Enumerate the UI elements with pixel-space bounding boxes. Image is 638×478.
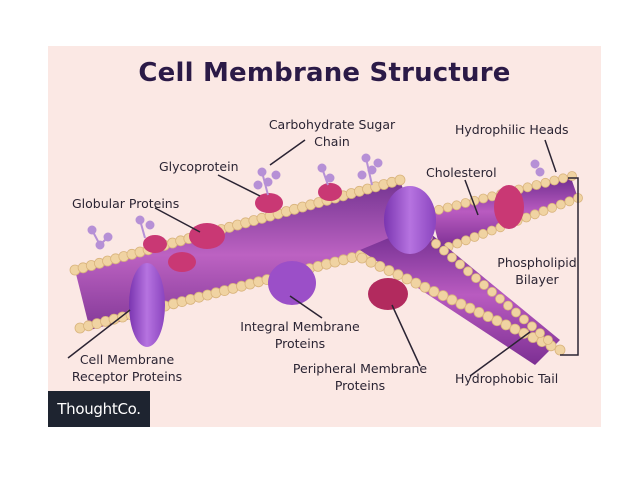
phospholipid-head (446, 294, 458, 306)
phospholipid-head (555, 199, 566, 210)
phospholipid-head (547, 202, 557, 213)
bilayer-bracket (560, 177, 579, 356)
cell-receptor-protein (129, 263, 165, 347)
phospholipid-head (567, 171, 577, 181)
label-glycoprotein: Glycoprotein (159, 159, 239, 174)
phospholipid-head (549, 175, 560, 186)
glycoprotein-body (255, 193, 283, 213)
label-cell-receptor-line1: Cell Membrane (79, 352, 175, 367)
phospholipid-head (491, 315, 503, 327)
phospholipid-head (511, 307, 521, 318)
phospholipid-head (478, 193, 489, 204)
phospholipid-head (471, 273, 481, 284)
phospholipid-head (554, 344, 566, 356)
phospholipid-head (439, 245, 449, 256)
phospholipid-head (401, 273, 413, 285)
phospholipid-head (356, 252, 368, 264)
phospholipid-head (442, 202, 453, 213)
phospholipid-head (394, 174, 406, 186)
carbohydrate-chains (87, 153, 545, 250)
phospholipid-head (383, 265, 395, 276)
label-phospholipid-line1: Phospholipid (497, 255, 577, 270)
label-peripheral: Peripheral Membrane Proteins (280, 360, 440, 394)
label-cell-receptor: Cell Membrane Receptor Proteins (60, 351, 194, 385)
phospholipid-head (521, 212, 532, 223)
phospholipid-head (522, 182, 533, 193)
phospholipid-head (433, 204, 444, 215)
peripheral-protein (368, 278, 408, 310)
phospholipid-head (452, 238, 463, 249)
channel-protein (384, 186, 436, 254)
globular-protein-2 (168, 252, 196, 272)
label-carbohydrate-line1: Carbohydrate Sugar (268, 117, 396, 132)
phospholipid-head (500, 319, 512, 331)
right-protein (494, 185, 524, 229)
phospholipid-head (495, 293, 505, 304)
phospholipid-head (463, 266, 473, 277)
integral-protein (268, 261, 316, 305)
phospholipid-head (543, 335, 553, 345)
phospholipid-head (455, 259, 465, 270)
label-peripheral-line1: Peripheral Membrane (292, 361, 428, 376)
label-carbohydrate: Carbohydrate Sugar Chain (258, 116, 406, 150)
label-phospholipid: Phospholipid Bilayer (488, 254, 586, 288)
label-carbohydrate-line2: Chain (314, 134, 350, 149)
phospholipid-head (530, 209, 540, 220)
label-peripheral-line2: Proteins (334, 378, 386, 393)
phospholipid-head (479, 280, 489, 290)
phospholipid-head (540, 177, 551, 188)
label-integral: Integral Membrane Proteins (230, 318, 370, 352)
label-cholesterol: Cholesterol (426, 165, 497, 180)
phospholipid-head (558, 173, 568, 184)
phospholipid-head (451, 200, 462, 211)
diagram-title: Cell Membrane Structure (138, 58, 511, 88)
phospholipid-head (437, 290, 449, 302)
globular-protein-4 (318, 183, 342, 201)
thoughtco-logo: ThoughtCo. (48, 391, 150, 427)
phospholipid-head (473, 306, 485, 318)
phospholipid-head (392, 269, 404, 281)
phospholipid-head (503, 300, 513, 311)
phospholipid-head (428, 286, 440, 297)
phospholipid-head (460, 235, 471, 246)
phospholipid-head (478, 228, 489, 239)
phospholipid-head (365, 256, 377, 268)
phospholipid-head (531, 180, 542, 190)
label-phospholipid-line2: Bilayer (515, 272, 559, 287)
diagonal-bilayer (356, 225, 566, 365)
phospholipid-head (527, 321, 537, 332)
phospholipid-head (487, 286, 497, 297)
phospholipid-head (460, 198, 471, 208)
phospholipid-head (519, 314, 529, 325)
phospholipid-head (419, 281, 431, 293)
phospholipid-head (469, 232, 480, 242)
phospholipid-heads-top (69, 174, 406, 276)
phospholipid-head (455, 298, 467, 310)
label-integral-line1: Integral Membrane (240, 319, 360, 334)
label-hydrophilic: Hydrophilic Heads (455, 122, 569, 137)
leader-lines (67, 139, 557, 377)
phospholipid-head (374, 260, 386, 272)
phospholipid-head (564, 196, 575, 207)
globular-protein-3 (143, 235, 167, 253)
globular-protein-1 (189, 223, 225, 249)
label-cell-receptor-line2: Receptor Proteins (71, 369, 183, 384)
phospholipid-head (486, 225, 497, 236)
phospholipid-head (447, 252, 457, 263)
label-globular: Globular Proteins (72, 196, 180, 211)
phospholipid-head (509, 323, 521, 335)
label-hydrophobic: Hydrophobic Tail (455, 371, 559, 386)
phospholipid-head (431, 238, 441, 249)
phospholipid-head (464, 302, 476, 314)
phospholipid-head (538, 206, 549, 216)
label-integral-line2: Proteins (274, 336, 326, 351)
phospholipid-head (535, 328, 545, 339)
phospholipid-head (482, 311, 494, 322)
phospholipid-head (410, 277, 422, 289)
